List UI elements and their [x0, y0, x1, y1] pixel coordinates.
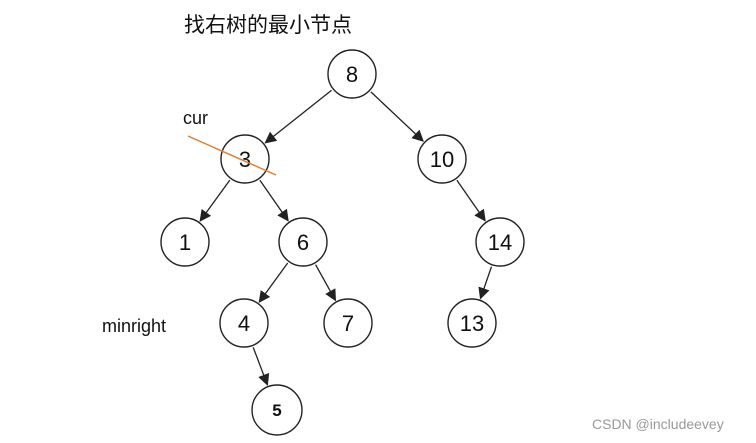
tree-node-10: 10 [417, 134, 467, 184]
node-circle [160, 217, 210, 267]
edge-n4-n5 [252, 347, 270, 386]
node-value: 3 [239, 147, 251, 172]
strike-mark [187, 135, 277, 176]
node-value: 7 [342, 311, 354, 336]
edge-n10-n14 [456, 179, 486, 222]
node-value: 13 [460, 311, 484, 336]
tree-node-6: 6 [278, 217, 328, 267]
node-circle [278, 217, 328, 267]
tree-node-3: 3 [220, 134, 270, 184]
tree-node-14: 14 [475, 217, 525, 267]
node-value: 14 [488, 230, 512, 255]
node-value: 1 [179, 230, 191, 255]
minright-label: minright [102, 316, 166, 336]
node-circle [251, 384, 303, 436]
tree-node-1: 1 [160, 217, 210, 267]
edge-n3-n6 [259, 179, 289, 222]
edge-n8-n3 [264, 89, 333, 144]
tree-nodes: 8 3 10 1 6 14 4 7 13 5 [160, 49, 525, 436]
tree-node-8: 8 [327, 49, 377, 99]
cur-label: cur [183, 108, 208, 128]
node-circle [417, 134, 467, 184]
tree-node-5: 5 [251, 384, 303, 436]
node-circle [447, 298, 497, 348]
node-circle [219, 298, 269, 348]
node-circle [327, 49, 377, 99]
node-value: 6 [297, 230, 309, 255]
node-value: 8 [346, 62, 358, 87]
node-value: 10 [430, 147, 454, 172]
tree-node-7: 7 [323, 298, 373, 348]
node-circle [220, 134, 270, 184]
edge-n14-n13 [478, 266, 493, 300]
node-circle [475, 217, 525, 267]
edge-n6-n4 [258, 262, 289, 303]
edge-n8-n10 [370, 91, 424, 142]
tree-edges [199, 89, 493, 386]
tree-node-4: 4 [219, 298, 269, 348]
node-value: 4 [238, 311, 250, 336]
node-circle [323, 298, 373, 348]
edge-n3-n1 [199, 179, 231, 222]
diagram-title: 找右树的最小节点 [184, 13, 352, 37]
tree-node-13: 13 [447, 298, 497, 348]
watermark: CSDN @includeevey [592, 416, 724, 432]
node-value: 5 [272, 401, 281, 420]
edge-n6-n7 [315, 264, 336, 302]
